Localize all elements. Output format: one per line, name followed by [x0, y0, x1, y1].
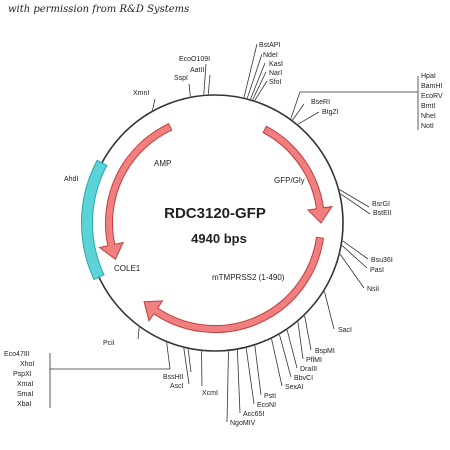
tmprss2-gene-arrow: [143, 236, 324, 333]
site-label-pflmi: PflMI: [306, 357, 322, 364]
site-label-pspxi: PspXI: [13, 371, 32, 378]
site-leader-line: [252, 71, 267, 100]
cole1-label: COLE1: [114, 264, 141, 273]
site-label-saci: SacI: [338, 327, 352, 334]
site-label-noti: NotI: [421, 123, 434, 130]
site-leader-line: [339, 189, 370, 208]
site-label-ecorv: EcoRV: [421, 93, 443, 100]
site-leader-line: [246, 53, 263, 99]
site-label-bbvci: BbvCI: [294, 375, 313, 382]
site-leader-line: [50, 342, 171, 370]
site-leader-line: [226, 351, 229, 423]
site-label-xmai: XmaI: [17, 381, 33, 388]
site-label-psti: PstI: [264, 393, 276, 400]
site-label-pcii: PciI: [103, 340, 115, 347]
site-leader-line: [286, 329, 298, 369]
site-label-smai: SmaI: [17, 391, 33, 398]
gfp-gene-arrow: [262, 125, 333, 224]
site-label-xcmi: XcmI: [202, 390, 218, 397]
site-label-eco47iii: Eco47III: [4, 351, 30, 358]
site-label-asci: AscI: [170, 383, 184, 390]
amp-gene-arrow: [98, 123, 173, 261]
plasmid-backbone: [86, 94, 344, 352]
site-label-econi: EcoNI: [257, 402, 276, 409]
site-label-sspi: SspI: [174, 75, 188, 82]
site-leader-line: [237, 350, 241, 414]
plasmid-name: RDC3120-GFP: [164, 205, 266, 222]
site-leader-line: [243, 43, 258, 98]
site-label-bamhi: BamHI: [421, 83, 442, 90]
site-label-xbai: XbaI: [17, 401, 31, 408]
site-leader-line: [254, 80, 268, 101]
site-label-kasi: KasI: [269, 61, 283, 68]
permission-caption: with permission from R&D Systems: [8, 4, 190, 15]
site-label-nhei: NheI: [421, 113, 436, 120]
site-label-acc65i: Acc65I: [243, 411, 264, 418]
site-label-nsii: NsiI: [367, 286, 379, 293]
site-label-bstapi: BstAPI: [259, 42, 280, 49]
tmprss2-label: mTMPRSS2 (1-490): [212, 273, 285, 282]
site-leader-line: [245, 348, 255, 405]
site-label-draiii: DraIII: [300, 366, 317, 373]
site-leader-line: [183, 348, 190, 385]
site-leader-line: [341, 245, 368, 269]
site-leader-line: [279, 334, 292, 378]
plasmid-size: 4940 bps: [191, 231, 247, 246]
site-leader-line: [152, 98, 156, 111]
site-label-eco0109i: EcoO109I: [179, 56, 210, 63]
site-leader-line: [188, 83, 191, 97]
site-leader-line: [203, 63, 207, 95]
gfp-label: GFP/Gly: [274, 176, 305, 185]
site-label-bseri: BseRI: [311, 99, 330, 106]
site-leader-line: [297, 111, 320, 125]
site-label-ndei: NdeI: [263, 52, 278, 59]
site-label-ngomiv: NgoMIV: [230, 420, 256, 427]
site-label-ahdi: AhdI: [64, 176, 78, 183]
site-leader-line: [324, 291, 335, 330]
site-label-bsrgi: BsrGI: [372, 201, 390, 208]
site-leader-line: [339, 253, 365, 289]
site-label-xmni: XmnI: [133, 90, 149, 97]
site-leader-line: [292, 103, 305, 121]
site-leader-line: [342, 240, 369, 260]
site-leader-line: [340, 193, 371, 215]
site-leader-line: [250, 62, 266, 100]
site-label-bmti: BmtI: [421, 103, 435, 110]
site-leader-line: [187, 349, 192, 373]
site-label-aatii: AatII: [190, 67, 204, 74]
site-leader-line: [137, 327, 140, 340]
amp-label: AMP: [154, 159, 171, 168]
site-label-bspmi: BspMI: [315, 348, 335, 355]
site-label-nari: NarI: [269, 70, 282, 77]
site-leader-line: [290, 91, 418, 119]
site-label-bsteii: BstEII: [373, 210, 392, 217]
site-leader-line: [304, 315, 312, 351]
cole1-origin-block: [81, 159, 108, 281]
site-label-sexai: SexAI: [285, 384, 304, 391]
site-label-bsu36i: Bsu36I: [371, 257, 393, 264]
site-leader-line: [271, 338, 283, 387]
site-leader-line: [254, 345, 262, 396]
site-label-xhoi: XhoI: [20, 361, 34, 368]
site-leader-line: [297, 321, 304, 360]
site-label-bsshii: BssHII: [163, 374, 184, 381]
site-label-sfoi: SfoI: [269, 79, 282, 86]
site-leader-line: [207, 74, 211, 95]
site-label-pasi: PasI: [370, 267, 384, 274]
site-label-hpai: HpaI: [421, 73, 436, 80]
site-label-btgzi: BtgZI: [322, 109, 339, 116]
